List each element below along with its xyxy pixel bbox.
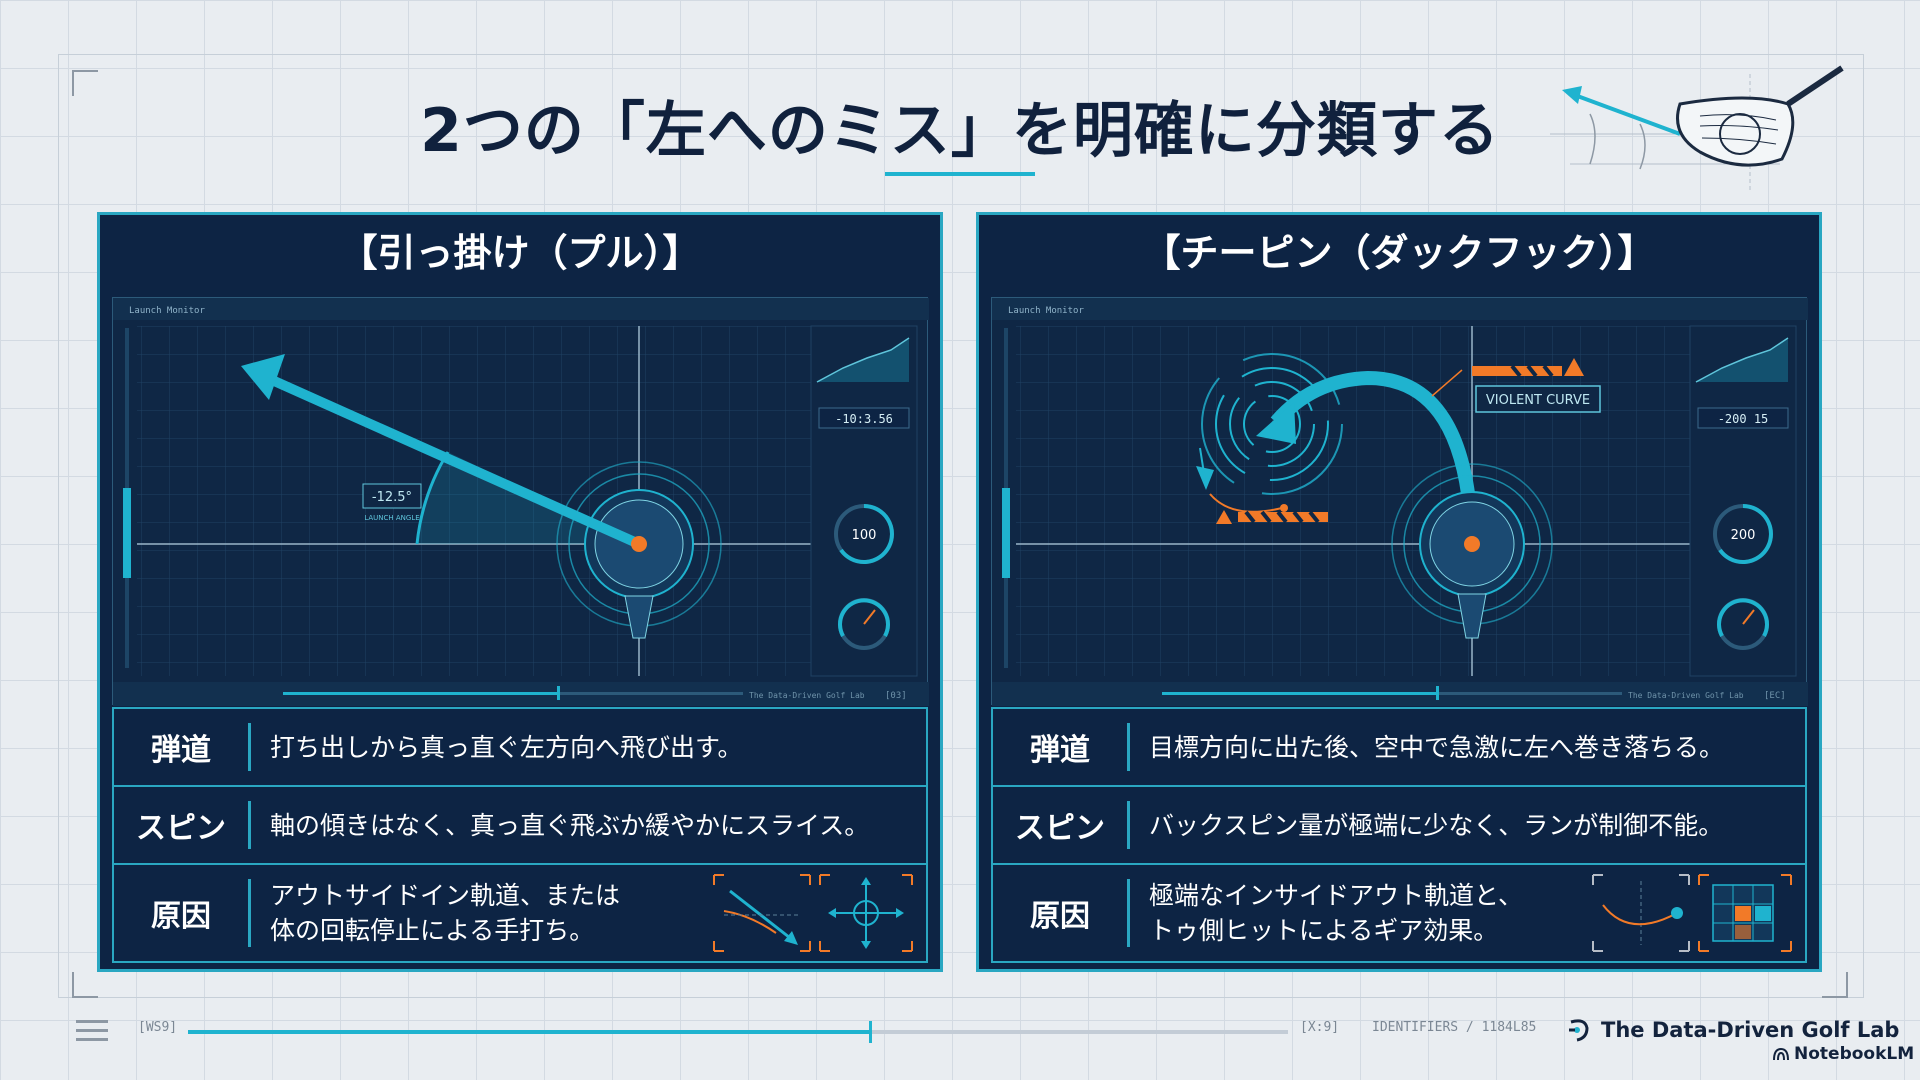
brand-label: The Data-Driven Golf Lab (1601, 1018, 1900, 1042)
row-label-cause: 原因 (1030, 899, 1090, 934)
panel-title: 【チーピン（ダックフック）】 (1142, 231, 1656, 275)
table-row: スピン 軸の傾きはなく、真っ直ぐ飛ぶか緩やかにスライス。 (114, 787, 926, 865)
launch-monitor-screen: Launch Monitor (991, 297, 1808, 706)
row-divider (1127, 879, 1130, 947)
progress-handle[interactable] (869, 1021, 872, 1043)
brand-logo-icon (1569, 1019, 1589, 1042)
row-text-cause: アウトサイドイン軌道、または 体の回転停止による手打ち。 (270, 865, 706, 961)
readout-value: -200 15 (1718, 412, 1769, 426)
row-text-spin: 軸の傾きはなく、真っ直ぐ飛ぶか緩やかにスライス。 (270, 810, 870, 840)
readout-value: -10:3.56 (835, 412, 893, 426)
gauge-value: 200 (1731, 528, 1756, 543)
footer-bar: [WS9] [X:9] IDENTIFIERS / 1184L85 The Da… (0, 1010, 1920, 1054)
footer-tag-right: IDENTIFIERS / 1184L85 (1372, 1020, 1537, 1035)
slide-title: 2つの「左へのミス」を明確に分類する (420, 96, 1500, 166)
row-divider (1127, 801, 1130, 849)
launch-monitor-graphic: Launch Monitor -12.5° LAUNCH ANGLE -10:3… (113, 298, 929, 706)
panel-title: 【引っ掛け（プル）】 (339, 231, 701, 275)
cause-line-1: 極端なインサイドアウト軌道と、 (1149, 881, 1524, 910)
violent-curve-label: VIOLENT CURVE (1486, 393, 1590, 408)
golf-club-icon (1550, 65, 1844, 192)
warning-stripe (1472, 364, 1562, 378)
warning-stripe (1238, 510, 1328, 524)
title-underline (885, 172, 1035, 176)
table-row: 原因 アウトサイドイン軌道、または 体の回転停止による手打ち。 (114, 865, 926, 961)
row-divider (248, 801, 251, 849)
progress-track[interactable] (188, 1021, 1288, 1043)
row-divider (1127, 723, 1130, 771)
row-divider (248, 723, 251, 771)
frame-corner-bottom-left (72, 972, 98, 998)
club-contact-icons (1592, 874, 1792, 952)
row-label-trajectory: 弾道 (1030, 733, 1090, 768)
notebooklm-watermark: NotebookLM (1772, 1044, 1914, 1064)
launch-angle-value: -12.5° (372, 490, 412, 505)
monitor-footer-code: [EC] (1764, 691, 1786, 701)
menu-icon[interactable] (76, 1020, 108, 1044)
row-text-trajectory: 打ち出しから真っ直ぐ左方向へ飛び出す。 (270, 732, 743, 762)
cause-line-2: トゥ側ヒットによるギア効果。 (1149, 916, 1499, 945)
table-row: 原因 極端なインサイドアウト軌道と、 トゥ側ヒットによるギア効果。 (993, 865, 1805, 961)
table-row: 弾道 打ち出しから真っ直ぐ左方向へ飛び出す。 (114, 709, 926, 787)
notebooklm-label: NotebookLM (1794, 1044, 1915, 1064)
gauge-value: 100 (852, 528, 877, 543)
row-label-trajectory: 弾道 (151, 733, 211, 768)
brand-name: The Data-Driven Golf Lab (1565, 1016, 1899, 1044)
info-table: 弾道 目標方向に出た後、空中で急激に左へ巻き落ちる。 スピン バックスピン量が極… (991, 707, 1807, 963)
row-divider (248, 879, 251, 947)
monitor-footer-brand: The Data-Driven Golf Lab (749, 691, 865, 700)
row-text-trajectory: 目標方向に出た後、空中で急激に左へ巻き落ちる。 (1149, 732, 1725, 762)
row-text-spin: バックスピン量が極端に少なく、ランが制御不能。 (1149, 810, 1724, 840)
monitor-header: Launch Monitor (129, 306, 205, 316)
launch-monitor-screen: Launch Monitor -12.5° LAUNCH ANGLE -10:3… (112, 297, 929, 706)
progress-fill (188, 1030, 870, 1034)
info-table: 弾道 打ち出しから真っ直ぐ左方向へ飛び出す。 スピン 軸の傾きはなく、真っ直ぐ飛… (112, 707, 928, 963)
row-label-spin: スピン (136, 811, 226, 846)
row-label-cause: 原因 (151, 899, 211, 934)
footer-tag-mid: [X:9] (1300, 1020, 1340, 1035)
table-row: 弾道 目標方向に出た後、空中で急激に左へ巻き落ちる。 (993, 709, 1805, 787)
monitor-footer-brand: The Data-Driven Golf Lab (1628, 691, 1744, 700)
warning-icon (1564, 358, 1584, 376)
table-row: スピン バックスピン量が極端に少なく、ランが制御不能。 (993, 787, 1805, 865)
frame-corner-bottom-right (1822, 972, 1848, 998)
launch-monitor-graphic: Launch Monitor (992, 298, 1808, 706)
notebooklm-logo-icon (1773, 1047, 1789, 1061)
monitor-header: Launch Monitor (1008, 306, 1084, 316)
cause-line-2: 体の回転停止による手打ち。 (270, 916, 595, 945)
cause-line-1: アウトサイドイン軌道、または (270, 881, 621, 910)
frame-corner-top-left (72, 70, 98, 96)
swing-path-icons (713, 874, 913, 952)
duck-hook-panel: 【チーピン（ダックフック）】 Launch Monitor (976, 212, 1822, 972)
pull-panel: 【引っ掛け（プル）】 Launch Monitor -12.5° LAUNCH … (97, 212, 943, 972)
footer-tag-left: [WS9] (138, 1020, 178, 1035)
row-text-cause: 極端なインサイドアウト軌道と、 トゥ側ヒットによるギア効果。 (1149, 865, 1585, 961)
slide-frame (58, 54, 1864, 998)
monitor-footer-code: [03] (885, 691, 907, 701)
launch-angle-label: LAUNCH ANGLE (364, 514, 419, 522)
row-label-spin: スピン (1015, 811, 1105, 846)
